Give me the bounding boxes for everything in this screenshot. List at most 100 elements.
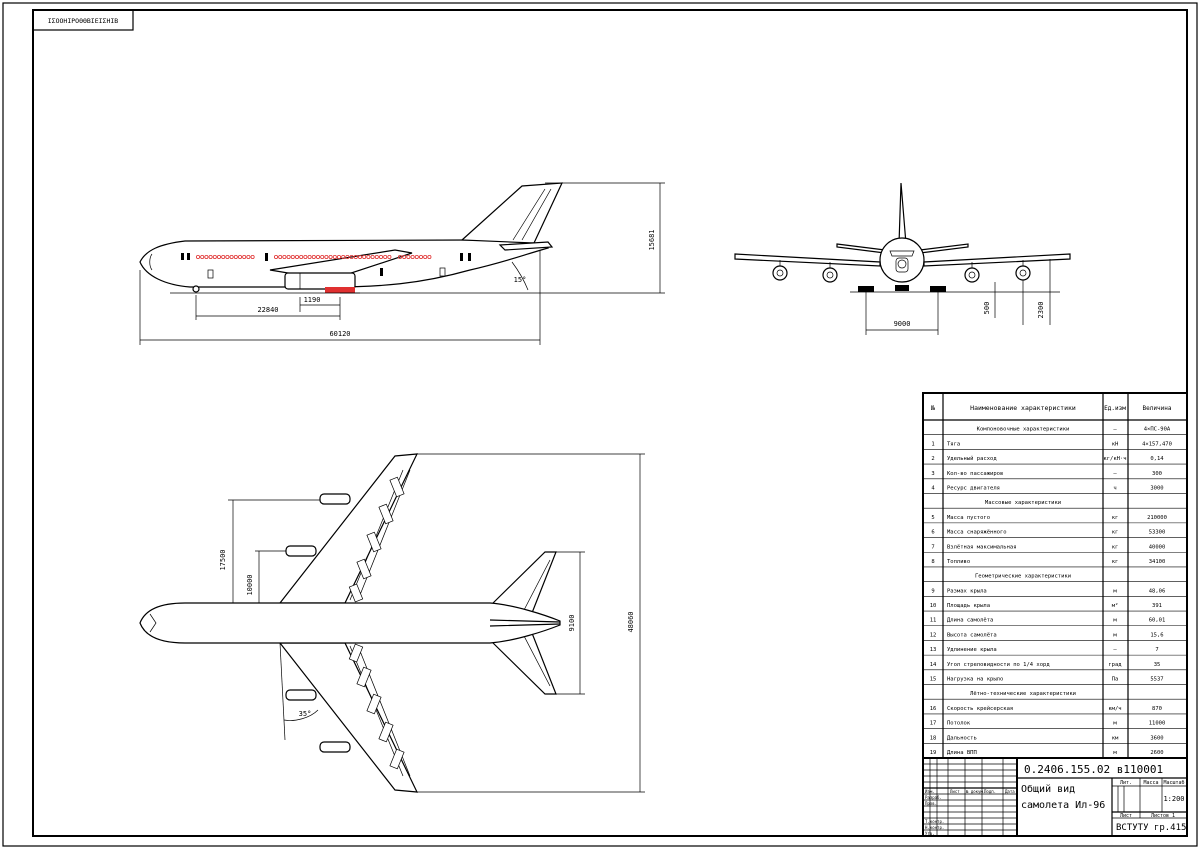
col-label-0: Лист xyxy=(950,789,960,794)
cabin-window xyxy=(229,254,234,259)
top-fuselage xyxy=(139,602,561,644)
doc-number: 0.2406.155.02 в110001 xyxy=(1024,763,1163,776)
role-label-4: Н.контр. xyxy=(925,825,944,830)
spec-row-value: 15,6 xyxy=(1150,632,1163,638)
cabin-window xyxy=(383,254,388,259)
cabin-window xyxy=(216,254,221,259)
spec-row-value: 53300 xyxy=(1149,530,1166,536)
spec-header-value: Величина xyxy=(1143,405,1172,412)
scale-label: Масштаб xyxy=(1163,779,1184,786)
spec-row-unit: м² xyxy=(1112,602,1119,609)
spec-row-unit: м xyxy=(1113,750,1117,756)
spec-header-name: Наименование характеристики xyxy=(970,404,1076,412)
cabin-window xyxy=(212,254,217,259)
role-label-0: Изм. xyxy=(925,789,935,794)
cabin-window xyxy=(349,254,354,259)
role-label-2: Пров. xyxy=(925,801,937,806)
spec-row-unit: км xyxy=(1112,735,1119,741)
spec-row-value: 60,01 xyxy=(1149,618,1166,624)
cabin-window xyxy=(315,254,320,259)
spec-row-value: 5537 xyxy=(1150,677,1163,683)
spec-row-num: 15 xyxy=(930,677,937,683)
spec-row-unit: кг xyxy=(1112,559,1119,565)
side-main-gear xyxy=(325,287,355,293)
col-label-1: № докум. xyxy=(966,789,985,794)
cabin-window xyxy=(237,254,242,259)
front-engine-3 xyxy=(964,267,980,283)
spec-row-num: 5 xyxy=(931,515,934,521)
top-wingspan-dim: 48060 xyxy=(627,611,635,632)
spec-row-num: 11 xyxy=(930,618,937,624)
spec-row-unit: м xyxy=(1113,721,1117,727)
front-engine-4 xyxy=(1015,265,1031,281)
spec-row-value: 0,14 xyxy=(1150,456,1164,462)
side-engine-dim: 1190 xyxy=(304,296,321,304)
spec-row-value: 3600 xyxy=(1150,735,1163,741)
top-sweep-angle: 35° xyxy=(299,710,312,718)
front-right-gear xyxy=(930,286,946,292)
spec-row-unit: км/ч xyxy=(1108,706,1121,712)
front-clearance-dim: 500 xyxy=(983,302,991,315)
top-engine-1 xyxy=(319,493,351,505)
sheet-label: Лист xyxy=(1120,813,1132,819)
spec-row-unit: кН xyxy=(1112,441,1119,447)
spec-row-name: Топливо xyxy=(947,559,970,565)
role-label-5: Утв. xyxy=(925,831,935,836)
side-length-dim: 60120 xyxy=(329,330,350,338)
title-line1: Общий вид xyxy=(1021,783,1075,795)
cabin-window xyxy=(362,254,367,259)
cabin-window xyxy=(427,254,432,259)
spec-row-num: 18 xyxy=(930,735,937,741)
cabin-window xyxy=(294,254,299,259)
spec-row-num: 13 xyxy=(930,647,937,653)
spec-row-value: 11000 xyxy=(1149,721,1166,727)
spec-row-value: 35 xyxy=(1154,662,1161,668)
side-window-row xyxy=(195,254,432,259)
spec-row-name: Дальность xyxy=(947,735,977,741)
spec-row-unit: м xyxy=(1113,618,1117,624)
top-engine-4 xyxy=(319,741,351,753)
side-door-1 xyxy=(181,253,184,260)
col-label-3: Дата xyxy=(1005,789,1015,794)
cabin-window xyxy=(341,254,346,259)
spec-row-name: Размах крыла xyxy=(947,588,987,594)
spec-row-name: Длина ВПП xyxy=(947,750,977,756)
spec-row-num: 1 xyxy=(931,441,934,447)
spec-section-title: Геометрические характеристики xyxy=(975,574,1071,580)
cabin-window xyxy=(242,254,247,259)
cabin-window xyxy=(278,254,283,259)
spec-row-name: Скорость крейсерская xyxy=(947,706,1013,712)
cabin-window xyxy=(336,254,341,259)
sheets-label: Листов 1 xyxy=(1151,813,1175,819)
spec-header-num: № xyxy=(931,404,935,412)
cabin-window xyxy=(225,254,230,259)
spec-row-unit: — xyxy=(1113,427,1117,433)
side-rudder-line xyxy=(512,188,552,241)
spec-row-name: Кол-во пассажиров xyxy=(947,471,1003,477)
spec-row-unit: — xyxy=(1113,471,1117,477)
spec-row-name: Ресурс двигателя xyxy=(947,485,1000,491)
cabin-window xyxy=(303,254,308,259)
organization: ВСТУТУ гр.415 xyxy=(1116,823,1186,833)
cabin-window xyxy=(374,254,379,259)
spec-row-name: Площадь крыла xyxy=(947,603,990,609)
cabin-window xyxy=(402,254,407,259)
front-nose-gear xyxy=(895,285,909,291)
cabin-window xyxy=(423,254,428,259)
spec-row-unit: кг/кН·ч xyxy=(1103,456,1126,462)
side-door-2 xyxy=(265,253,268,261)
spec-row-num: 10 xyxy=(930,603,937,609)
cabin-window xyxy=(345,254,350,259)
cabin-window xyxy=(204,254,209,259)
spec-row-num: 8 xyxy=(931,559,934,565)
title-line2: самолета Ил-96 xyxy=(1021,800,1105,811)
cabin-window xyxy=(387,254,392,259)
spec-section-title: Массовые характеристики xyxy=(985,500,1061,506)
side-gear-dim: 22840 xyxy=(257,306,278,314)
spec-row-unit: кг xyxy=(1112,515,1119,521)
cabin-window xyxy=(200,254,205,259)
spec-row-name: Потолок xyxy=(947,721,971,727)
side-vertical-tail xyxy=(460,182,563,244)
spec-row-name: Тяга xyxy=(947,441,960,447)
